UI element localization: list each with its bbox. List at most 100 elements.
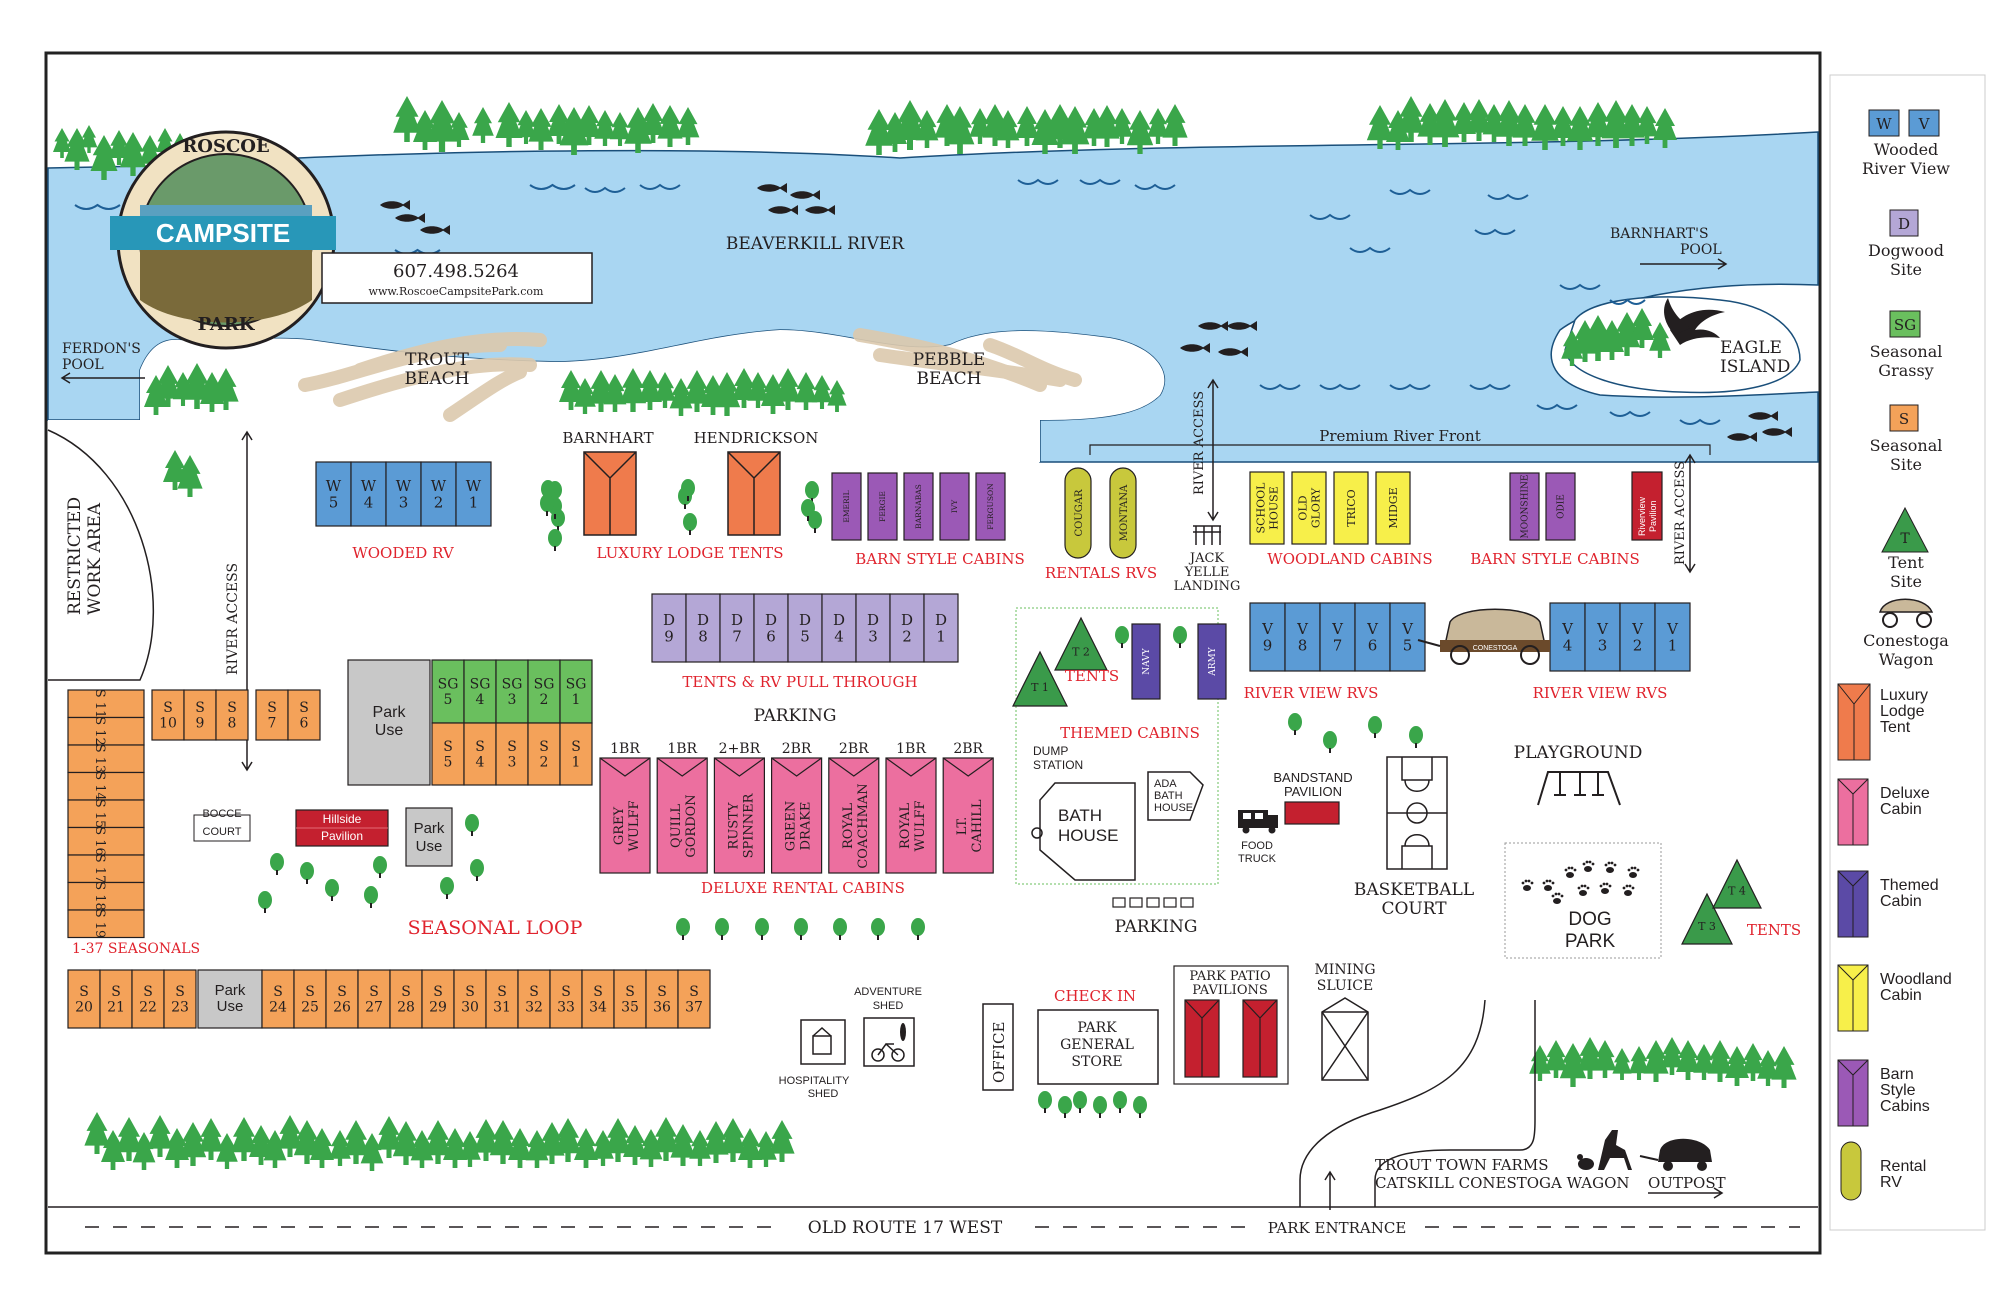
seasonal-site-bottom-right-11[interactable]: S35 xyxy=(613,969,647,1029)
river-view-site-1[interactable]: V8 xyxy=(1284,602,1321,672)
seasonal-column-site-6[interactable]: S 17 xyxy=(67,854,145,884)
patio-pavilion-2[interactable] xyxy=(1242,999,1278,1078)
swing-set-icon[interactable] xyxy=(1537,771,1621,806)
river-view-site-2[interactable]: V7 xyxy=(1319,602,1356,672)
hillside-pavilion[interactable] xyxy=(295,809,389,847)
river-view-site-3[interactable]: V6 xyxy=(1354,602,1391,672)
seasonal-site-3[interactable]: S2 xyxy=(527,722,561,786)
woodland-cabin-2[interactable]: TRICO xyxy=(1333,471,1369,545)
general-store-building[interactable] xyxy=(1037,1009,1159,1085)
seasonal-site-top-b-0[interactable]: S7 xyxy=(255,689,289,741)
seasonal-site-bottom-right-6[interactable]: S30 xyxy=(453,969,487,1029)
mining-sluice-icon[interactable] xyxy=(1321,997,1369,1081)
seasonal-grassy-site-2[interactable]: SG3 xyxy=(495,659,529,724)
barn-cabin-east-1[interactable]: ODIE xyxy=(1545,472,1576,541)
barn-cabin-east-0[interactable]: MOONSHINE xyxy=(1509,472,1540,541)
seasonal-column-site-2[interactable]: S 13 xyxy=(67,744,145,774)
seasonal-site-bottom-0[interactable]: S20 xyxy=(67,969,101,1029)
wooded-rv-site-4[interactable]: W1 xyxy=(455,461,492,527)
dogwood-site-4[interactable]: D5 xyxy=(787,593,823,663)
tent-site-3[interactable]: T 3 xyxy=(1681,892,1733,945)
wooded-rv-site-2[interactable]: W3 xyxy=(385,461,422,527)
dogwood-site-0[interactable]: D9 xyxy=(651,593,687,663)
seasonal-site-bottom-2[interactable]: S22 xyxy=(131,969,165,1029)
seasonal-column-site-3[interactable]: S 14 xyxy=(67,771,145,801)
seasonal-column-site-8[interactable]: S 19 xyxy=(67,909,145,939)
river-view-site-east-3[interactable]: V1 xyxy=(1654,602,1691,672)
dogwood-site-2[interactable]: D7 xyxy=(719,593,755,663)
seasonal-site-bottom-1[interactable]: S21 xyxy=(99,969,133,1029)
seasonal-site-bottom-right-7[interactable]: S31 xyxy=(485,969,519,1029)
lodge-tent-barnhart[interactable] xyxy=(583,451,637,536)
seasonal-site-4[interactable]: S1 xyxy=(559,722,593,786)
seasonal-column-site-5[interactable]: S 16 xyxy=(67,826,145,856)
wooded-rv-site-0[interactable]: W5 xyxy=(315,461,352,527)
seasonal-site-1[interactable]: S4 xyxy=(463,722,497,786)
river-view-site-east-0[interactable]: V4 xyxy=(1549,602,1586,672)
food-truck-icon[interactable] xyxy=(1238,810,1278,834)
seasonal-site-bottom-right-8[interactable]: S32 xyxy=(517,969,551,1029)
barn-cabin-4[interactable]: FERGUSON xyxy=(975,472,1006,541)
dog-park-area[interactable] xyxy=(1504,842,1662,959)
seasonal-site-top-2[interactable]: S8 xyxy=(215,689,249,741)
conestoga-wagon-icon[interactable] xyxy=(1417,608,1550,665)
office-building[interactable] xyxy=(982,1003,1014,1091)
dogwood-site-3[interactable]: D6 xyxy=(753,593,789,663)
seasonal-site-bottom-3[interactable]: S23 xyxy=(163,969,197,1029)
seasonal-grassy-site-3[interactable]: SG2 xyxy=(527,659,561,724)
hospitality-shed-icon[interactable] xyxy=(800,1019,846,1065)
wooded-rv-site-3[interactable]: W2 xyxy=(420,461,457,527)
seasonal-site-bottom-right-2[interactable]: S26 xyxy=(325,969,359,1029)
seasonal-grassy-site-1[interactable]: SG4 xyxy=(463,659,497,724)
seasonal-site-bottom-right-4[interactable]: S28 xyxy=(389,969,423,1029)
seasonal-column-site-0[interactable]: S 11 xyxy=(67,689,145,719)
lodge-tent-hendrickson[interactable] xyxy=(727,451,781,536)
riverview-pavilion[interactable]: Riverview Pavilion xyxy=(1631,471,1663,541)
patio-pavilion-1[interactable] xyxy=(1184,999,1220,1078)
barn-cabin-2[interactable]: BARNABAS xyxy=(903,472,934,541)
seasonal-site-bottom-right-5[interactable]: S29 xyxy=(421,969,455,1029)
barn-cabin-1[interactable]: FERGIE xyxy=(867,472,898,541)
adventure-shed-icon[interactable] xyxy=(863,1017,915,1067)
river-view-site-east-1[interactable]: V3 xyxy=(1584,602,1621,672)
tent-site-2[interactable]: T 2 xyxy=(1054,616,1108,671)
barn-cabin-3[interactable]: IVY xyxy=(939,472,970,541)
barn-cabin-0[interactable]: EMERIL xyxy=(831,472,862,541)
dogwood-site-6[interactable]: D3 xyxy=(855,593,891,663)
seasonal-site-bottom-right-3[interactable]: S27 xyxy=(357,969,391,1029)
tent-site-4[interactable]: T 4 xyxy=(1712,858,1762,909)
seasonal-site-bottom-right-0[interactable]: S24 xyxy=(261,969,295,1029)
bandstand-pavilion[interactable] xyxy=(1284,801,1340,825)
seasonal-site-top-0[interactable]: S10 xyxy=(151,689,185,741)
wooded-rv-site-1[interactable]: W4 xyxy=(350,461,387,527)
rental-rv-1[interactable]: MONTANA xyxy=(1109,467,1137,559)
dogwood-site-1[interactable]: D8 xyxy=(685,593,721,663)
seasonal-grassy-site-0[interactable]: SG5 xyxy=(431,659,465,724)
dogwood-site-8[interactable]: D1 xyxy=(923,593,959,663)
woodland-cabin-3[interactable]: MIDGE xyxy=(1375,471,1411,545)
seasonal-grassy-site-4[interactable]: SG1 xyxy=(559,659,593,724)
dogwood-site-5[interactable]: D4 xyxy=(821,593,857,663)
themed-cabin-1[interactable]: ARMY xyxy=(1197,623,1227,700)
seasonal-site-bottom-right-10[interactable]: S34 xyxy=(581,969,615,1029)
river-view-site-4[interactable]: V5 xyxy=(1389,602,1426,672)
seasonal-site-bottom-right-9[interactable]: S33 xyxy=(549,969,583,1029)
seasonal-site-0[interactable]: S5 xyxy=(431,722,465,786)
seasonal-site-bottom-right-12[interactable]: S36 xyxy=(645,969,679,1029)
dogwood-site-7[interactable]: D2 xyxy=(889,593,925,663)
basketball-court-icon[interactable] xyxy=(1386,756,1448,870)
river-view-site-0[interactable]: V9 xyxy=(1249,602,1286,672)
tent-site-1[interactable]: T 1 xyxy=(1012,650,1068,707)
seasonal-column-site-4[interactable]: S 15 xyxy=(67,799,145,829)
seasonal-site-top-1[interactable]: S9 xyxy=(183,689,217,741)
seasonal-column-site-1[interactable]: S 12 xyxy=(67,716,145,746)
river-view-site-east-2[interactable]: V2 xyxy=(1619,602,1656,672)
